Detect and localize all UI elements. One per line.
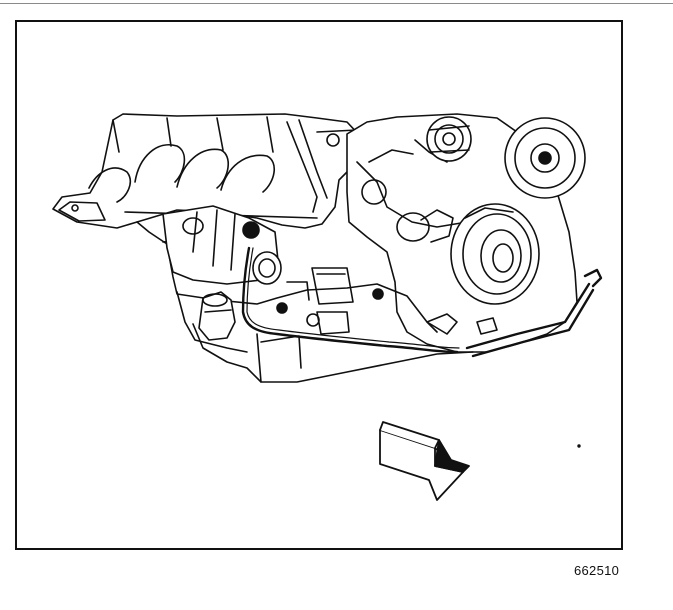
speck bbox=[577, 444, 581, 448]
exhaust-manifold bbox=[52, 113, 363, 229]
view-arrow bbox=[379, 421, 470, 501]
figure-id-label: 662510 bbox=[574, 563, 620, 578]
wiring-harness bbox=[241, 246, 603, 358]
harness-clips bbox=[276, 288, 498, 335]
engine-illustration bbox=[52, 113, 603, 501]
harmonic-balancer bbox=[450, 203, 540, 305]
upper-pulley bbox=[426, 116, 472, 162]
oil-filter bbox=[198, 291, 236, 341]
diagram-frame bbox=[15, 20, 623, 550]
oil-pan bbox=[192, 311, 474, 383]
accessory-pulley bbox=[504, 117, 586, 199]
top-rule bbox=[0, 3, 673, 4]
